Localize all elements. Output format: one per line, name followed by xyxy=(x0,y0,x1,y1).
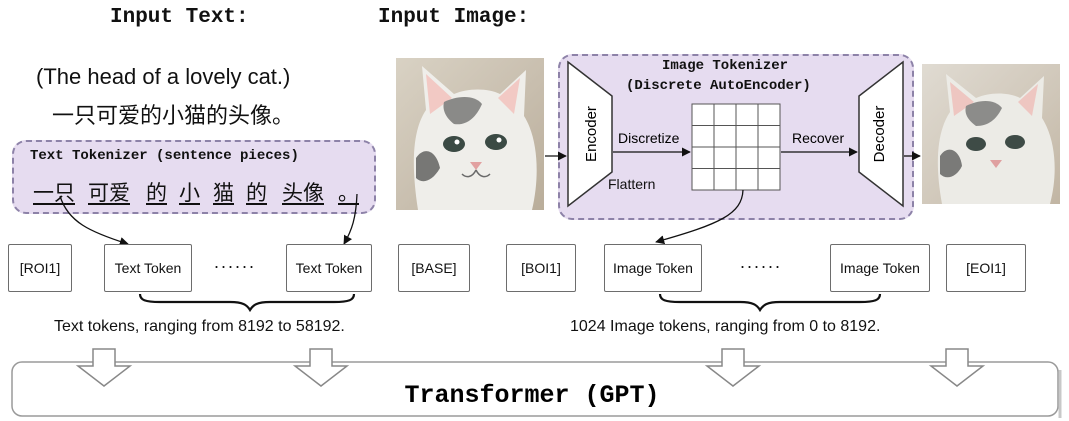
token-eoi1: [EOI1] xyxy=(946,244,1026,292)
image-token-first: Image Token xyxy=(604,244,702,292)
image-token-ellipsis: ...... xyxy=(740,252,783,272)
image-token-last: Image Token xyxy=(830,244,930,292)
token-base: [BASE] xyxy=(398,244,470,292)
text-tokens-caption: Text tokens, ranging from 8192 to 58192. xyxy=(54,318,345,335)
codebook-grid xyxy=(691,103,781,191)
text-token-ellipsis: ...... xyxy=(214,252,257,272)
segment: 。 xyxy=(338,182,359,205)
input-image-heading: Input Image: xyxy=(378,6,530,29)
discretize-label: Discretize xyxy=(618,130,680,146)
output-cat-photo xyxy=(922,64,1060,204)
text-token-first: Text Token xyxy=(104,244,192,292)
down-arrow-3 xyxy=(704,348,762,387)
down-arrow-4 xyxy=(928,348,986,387)
input-cat-photo xyxy=(396,58,544,210)
segment: 可爱 xyxy=(88,182,130,205)
transformer-label: Transformer (GPT) xyxy=(404,381,659,410)
image-tokenizer-subtitle: (Discrete AutoEncoder) xyxy=(626,78,811,94)
english-caption: (The head of a lovely cat.) xyxy=(36,64,291,89)
text-tokens-brace xyxy=(138,293,356,313)
down-arrow-1 xyxy=(75,348,133,387)
encoder-label: Encoder xyxy=(583,106,600,162)
recover-label: Recover xyxy=(792,130,844,146)
decoder-shape xyxy=(858,60,904,208)
decoder-label: Decoder xyxy=(871,106,888,163)
arrow-flatten-to-image-token xyxy=(655,189,744,245)
segment: 的 xyxy=(146,182,167,205)
token-roi1: [ROI1] xyxy=(8,244,72,292)
reconstructed-cat-drawing xyxy=(937,74,1055,204)
cat-drawing xyxy=(413,66,537,210)
image-tokens-brace xyxy=(658,293,882,313)
image-tokenizer-title: Image Tokenizer xyxy=(662,58,789,74)
image-tokens-caption: 1024 Image tokens, ranging from 0 to 819… xyxy=(570,318,881,335)
flattern-label: Flattern xyxy=(608,176,656,192)
text-tokenizer-title: Text Tokenizer (sentence pieces) xyxy=(30,148,299,164)
text-tokenizer-box xyxy=(12,140,376,214)
segment: 猫 xyxy=(213,182,234,205)
transformer-box xyxy=(11,361,1059,417)
token-boi1: [BOI1] xyxy=(506,244,576,292)
input-text-heading: Input Text: xyxy=(110,6,249,29)
segment: 小 xyxy=(179,182,200,205)
text-token-last: Text Token xyxy=(286,244,372,292)
arrow-segment-to-text-token xyxy=(59,195,129,246)
segment: 头像 xyxy=(282,182,324,205)
down-arrow-2 xyxy=(292,348,350,387)
segment: 的 xyxy=(246,182,267,205)
chinese-caption: 一只可爱的小猫的头像。 xyxy=(52,103,295,128)
arrow-period-to-text-token xyxy=(343,193,358,245)
encoder-shape xyxy=(567,60,613,208)
segment: 一只 xyxy=(33,182,75,205)
